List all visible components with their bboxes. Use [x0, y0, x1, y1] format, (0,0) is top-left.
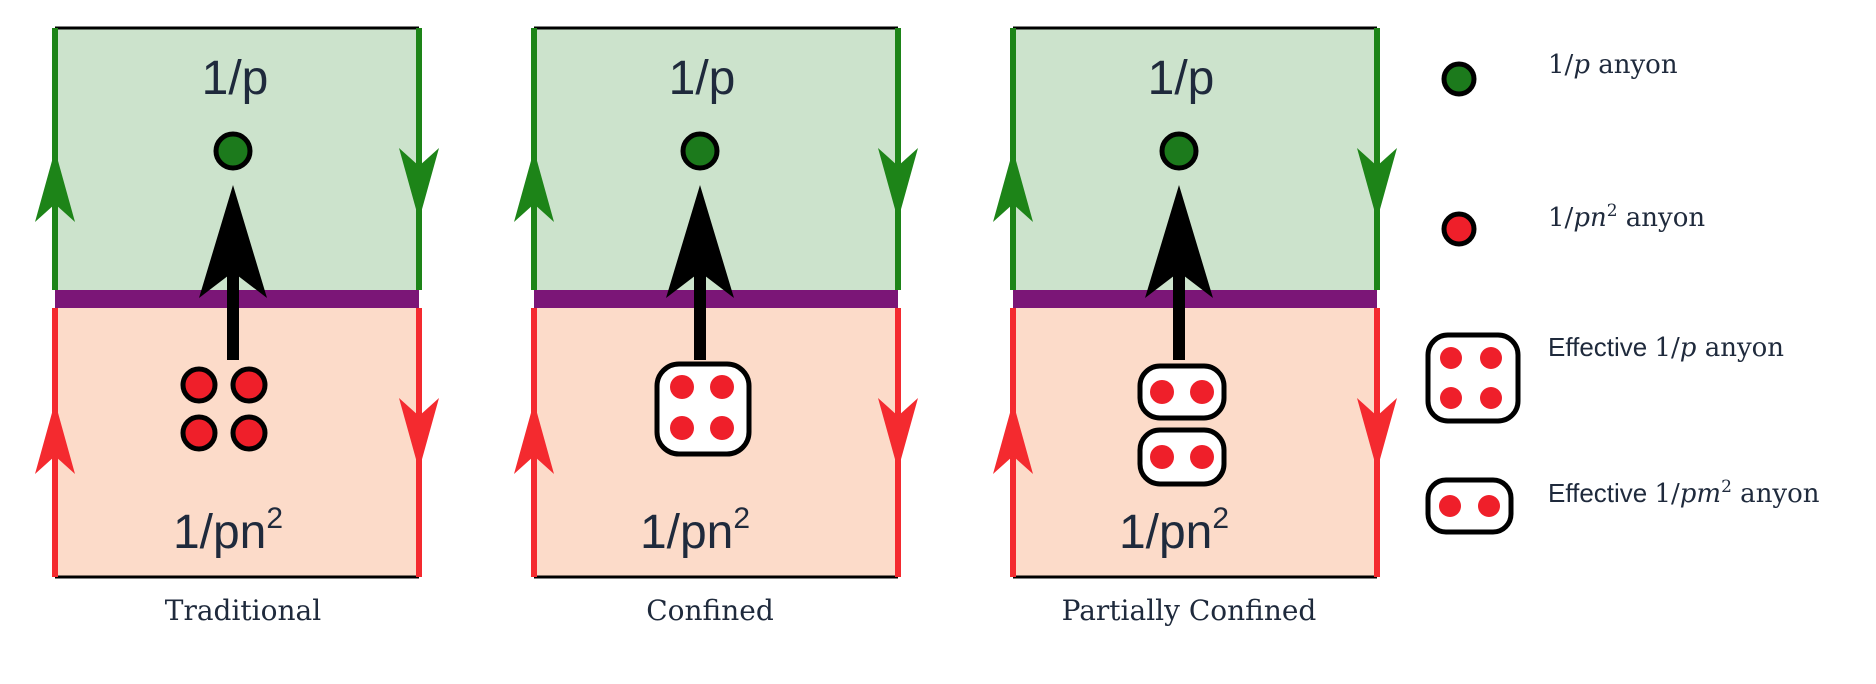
red-anyon-icon: [1150, 380, 1174, 404]
edge-arrow-up-icon: [993, 402, 1033, 474]
legend-effective-pm2-icon: [1425, 477, 1514, 535]
tunneling-arrow-head-icon: [199, 185, 267, 298]
tunneling-arrow-shaft: [227, 270, 239, 360]
edge-arrow-up-icon: [993, 150, 1033, 222]
edge-arrow-down-icon: [1357, 398, 1397, 470]
legend-red-anyon-label: 1/pn2 anyon: [1548, 201, 1705, 233]
tunneling-arrow-head-icon: [1145, 185, 1213, 298]
bottom-region-label: 1/pn2: [1119, 502, 1229, 559]
interface-line: [1013, 290, 1377, 308]
legend: 1/p anyon 1/pn2 anyon Effective 1/p anyo…: [1425, 50, 1820, 535]
panels: 1/p1/pn2Traditional1/p1/pn2Confined1/p1/…: [35, 26, 1397, 627]
edge-arrow-up-icon: [35, 150, 75, 222]
red-anyon-icon: [1190, 445, 1214, 469]
panel-caption: Confined: [646, 594, 774, 627]
legend-red-anyon-icon: [1441, 211, 1477, 247]
confinement-box: [1137, 427, 1227, 487]
red-anyon-icon: [230, 366, 268, 404]
red-anyon-icon: [710, 375, 734, 399]
edge-arrow-down-icon: [878, 148, 918, 220]
green-anyon-icon: [213, 131, 253, 171]
bottom-region-label: 1/pn2: [173, 502, 283, 559]
legend-green-anyon-label: 1/p anyon: [1548, 50, 1678, 80]
legend-effective-p-icon: [1425, 332, 1521, 424]
edge-arrow-down-icon: [399, 148, 439, 220]
panel-caption: Partially Confined: [1062, 594, 1317, 627]
red-anyon-icon: [180, 414, 218, 452]
top-region-label: 1/p: [1148, 52, 1215, 105]
top-region-label: 1/p: [202, 52, 269, 105]
red-anyon-icon: [1150, 445, 1174, 469]
green-anyon-icon: [1159, 131, 1199, 171]
edge-arrow-up-icon: [35, 402, 75, 474]
edge-arrow-down-icon: [1357, 148, 1397, 220]
legend-green-anyon-icon: [1441, 61, 1477, 97]
edge-arrow-down-icon: [399, 398, 439, 470]
bottom-region-label: 1/pn2: [640, 502, 750, 559]
green-anyon-icon: [680, 131, 720, 171]
red-anyon-icon: [670, 416, 694, 440]
edge-arrow-up-icon: [514, 402, 554, 474]
interface-line: [534, 290, 898, 308]
tunneling-arrow-shaft: [1173, 270, 1185, 360]
red-anyon-icon: [230, 414, 268, 452]
red-anyon-icon: [710, 416, 734, 440]
edge-arrow-up-icon: [514, 150, 554, 222]
edge-arrow-down-icon: [878, 398, 918, 470]
confinement-box: [1137, 363, 1227, 421]
confinement-box: [654, 361, 752, 457]
tunneling-arrow-head-icon: [666, 185, 734, 298]
panel-caption: Traditional: [165, 594, 321, 627]
red-anyon-icon: [670, 375, 694, 399]
tunneling-arrow-shaft: [694, 270, 706, 360]
red-anyon-icon: [180, 366, 218, 404]
legend-effective-pm2-label: Effective 1/pm2 anyon: [1548, 477, 1820, 509]
legend-effective-p-label: Effective 1/p anyon: [1548, 332, 1784, 363]
red-anyon-icon: [1190, 380, 1214, 404]
top-region-label: 1/p: [669, 52, 736, 105]
